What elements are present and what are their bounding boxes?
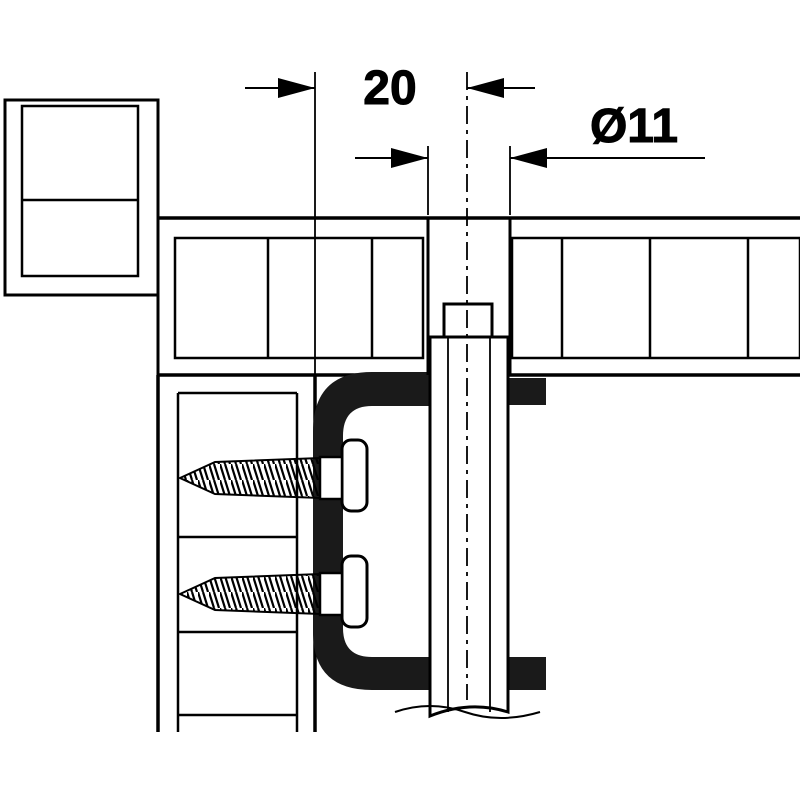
bore-hole: [426, 218, 512, 375]
screw-lower: [177, 571, 344, 617]
pivot-pin: [394, 302, 541, 719]
side-panel: [156, 375, 317, 732]
dimension-diameter: Ø11: [355, 100, 705, 215]
dimension-label-diameter: Ø11: [590, 100, 678, 153]
dimension-label-20: 20: [363, 62, 416, 115]
pin-head: [442, 302, 494, 339]
screw-seat-upper: [340, 438, 369, 513]
bracket-tab-lower: [505, 657, 546, 690]
break-line: [394, 705, 541, 719]
bracket-tab-upper: [505, 378, 546, 405]
screw-upper: [177, 455, 344, 501]
dimension-20: 20: [245, 62, 535, 375]
screw-seat-lower: [340, 554, 369, 629]
left-upper-panel: [3, 98, 160, 297]
